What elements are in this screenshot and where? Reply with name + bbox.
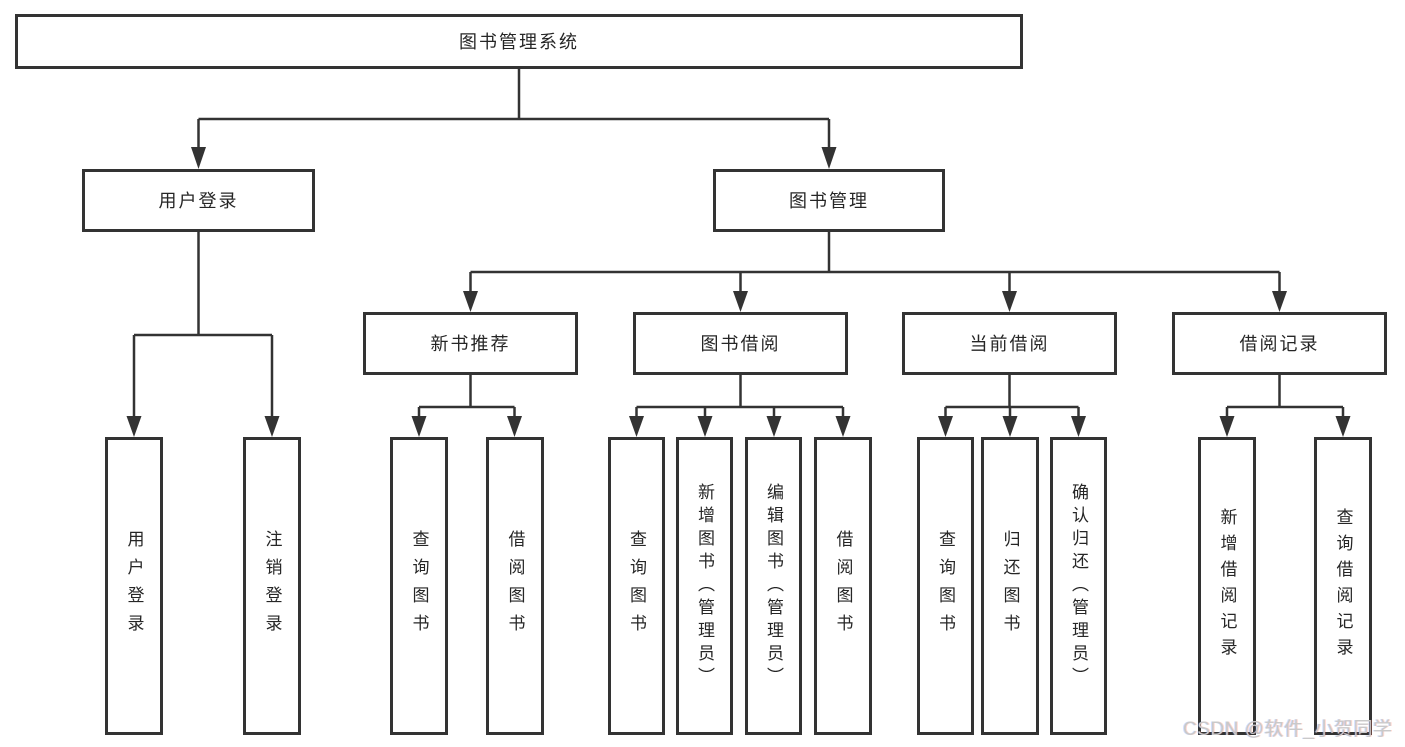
leaf-confirm-return-admin: 确认归还（管理员） xyxy=(1050,437,1107,735)
node-user-login: 用户登录 xyxy=(82,169,315,232)
leaf-label: 查询图书 xyxy=(936,530,955,642)
leaf-label: 借阅图书 xyxy=(833,530,853,642)
leaf-label: 归还图书 xyxy=(1000,530,1020,642)
node-label: 图书借阅 xyxy=(700,333,781,354)
leaf-borrow-books: 借阅图书 xyxy=(814,437,872,735)
leaf-label: 查询图书 xyxy=(627,530,646,642)
node-label: 新书推荐 xyxy=(430,333,511,354)
leaf-user-login: 用户登录 xyxy=(105,437,163,735)
leaf-label: 借阅图书 xyxy=(505,530,525,642)
csdn-watermark: CSDN @软件_小贺同学 xyxy=(1183,719,1393,740)
node-book-borrow: 图书借阅 xyxy=(633,312,848,375)
node-label: 借阅记录 xyxy=(1239,333,1320,354)
node-label: 当前借阅 xyxy=(969,333,1050,354)
leaf-label: 查询借阅记录 xyxy=(1333,508,1353,664)
node-label: 用户登录 xyxy=(158,190,239,211)
node-new-book-recommend: 新书推荐 xyxy=(363,312,578,375)
leaf-add-books-admin: 新增图书（管理员） xyxy=(676,437,733,735)
leaf-label: 新增借阅记录 xyxy=(1217,508,1237,664)
node-current-borrow: 当前借阅 xyxy=(902,312,1117,375)
leaf-label: 用户登录 xyxy=(124,530,144,642)
node-library-management-system: 图书管理系统 xyxy=(15,14,1023,69)
node-label: 图书管理系统 xyxy=(459,31,579,52)
leaf-query-books-recommend: 查询图书 xyxy=(390,437,448,735)
leaf-query-borrow-record: 查询借阅记录 xyxy=(1314,437,1372,735)
node-borrow-records: 借阅记录 xyxy=(1172,312,1387,375)
leaf-label: 新增图书（管理员） xyxy=(695,482,714,690)
leaf-borrow-books-recommend: 借阅图书 xyxy=(486,437,544,735)
leaf-label: 查询图书 xyxy=(409,530,429,642)
leaf-label: 确认归还（管理员） xyxy=(1069,482,1088,690)
leaf-return-books: 归还图书 xyxy=(981,437,1039,735)
leaf-edit-books-admin: 编辑图书（管理员） xyxy=(745,437,802,735)
leaf-logout: 注销登录 xyxy=(243,437,301,735)
leaf-label: 注销登录 xyxy=(262,530,282,642)
node-book-management: 图书管理 xyxy=(713,169,945,232)
leaf-label: 编辑图书（管理员） xyxy=(764,482,783,690)
leaf-query-books: 查询图书 xyxy=(608,437,665,735)
node-label: 图书管理 xyxy=(789,190,869,211)
leaf-add-borrow-record: 新增借阅记录 xyxy=(1198,437,1256,735)
leaf-query-books-current: 查询图书 xyxy=(917,437,974,735)
